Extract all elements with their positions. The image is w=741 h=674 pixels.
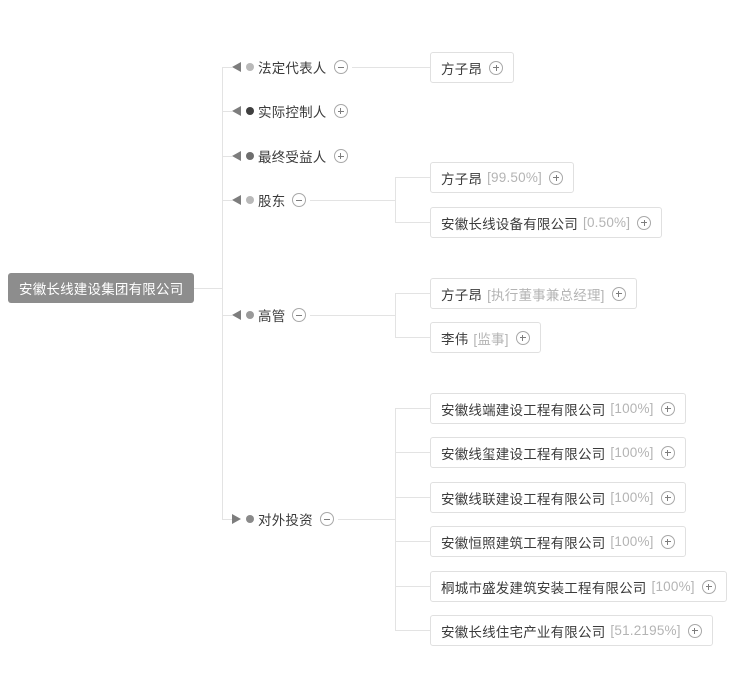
- leaf-node-meta: [100%]: [610, 534, 654, 549]
- branch-label: 实际控制人: [258, 105, 327, 120]
- leaf-node-name: 安徽长线设备有限公司: [441, 216, 578, 232]
- expand-plus-icon[interactable]: [333, 104, 348, 118]
- branch-5[interactable]: 对外投资: [232, 508, 334, 530]
- branch-dot-icon: [246, 515, 254, 523]
- leaf-node-meta: [99.50%]: [487, 170, 542, 185]
- expand-plus-icon[interactable]: [333, 149, 348, 163]
- leaf-node[interactable]: 安徽长线住宅产业有限公司 [51.2195%]: [430, 615, 713, 646]
- expand-plus-icon[interactable]: [660, 401, 675, 416]
- leaf-node[interactable]: 安徽长线设备有限公司 [0.50%]: [430, 207, 663, 238]
- triangle-right-icon[interactable]: [232, 514, 241, 524]
- leaf-node[interactable]: 安徽线玺建设工程有限公司 [100%]: [430, 437, 686, 468]
- branch-3[interactable]: 股东: [232, 189, 307, 211]
- root-node-label: 安徽长线建设集团有限公司: [19, 282, 184, 297]
- branch-label: 股东: [258, 194, 286, 209]
- leaf-node-meta: [51.2195%]: [610, 623, 681, 638]
- expand-plus-icon[interactable]: [489, 60, 504, 75]
- leaf-node-name: 方子昂: [441, 287, 483, 303]
- triangle-left-icon[interactable]: [232, 310, 241, 320]
- leaf-node-name: 安徽恒照建筑工程有限公司: [441, 535, 606, 551]
- expand-plus-icon[interactable]: [660, 490, 675, 505]
- branch-dot-icon: [246, 63, 254, 71]
- triangle-left-icon[interactable]: [232, 151, 241, 161]
- leaf-node-meta: [100%]: [610, 445, 654, 460]
- root-node[interactable]: 安徽长线建设集团有限公司: [8, 273, 195, 303]
- collapse-minus-icon[interactable]: [292, 193, 307, 207]
- leaf-node-meta: [监事]: [473, 331, 509, 347]
- triangle-left-icon[interactable]: [232, 106, 241, 116]
- leaf-node-name: 方子昂: [441, 171, 483, 187]
- leaf-node[interactable]: 桐城市盛发建筑安装工程有限公司 [100%]: [430, 571, 727, 602]
- branch-label: 对外投资: [258, 513, 313, 528]
- leaf-node[interactable]: 安徽恒照建筑工程有限公司 [100%]: [430, 526, 686, 557]
- branch-0[interactable]: 法定代表人: [232, 56, 348, 78]
- branch-2[interactable]: 最终受益人: [232, 145, 348, 167]
- branch-1[interactable]: 实际控制人: [232, 100, 348, 122]
- leaf-node[interactable]: 李伟[监事]: [430, 322, 541, 353]
- branch-dot-icon: [246, 152, 254, 160]
- leaf-node[interactable]: 方子昂 [99.50%]: [430, 162, 574, 193]
- branch-dot-icon: [246, 107, 254, 115]
- leaf-node-meta: [100%]: [610, 490, 654, 505]
- expand-plus-icon[interactable]: [701, 579, 716, 594]
- leaf-node-meta: [100%]: [651, 579, 695, 594]
- leaf-node-name: 李伟: [441, 331, 469, 347]
- leaf-node[interactable]: 方子昂[执行董事兼总经理]: [430, 278, 637, 309]
- expand-plus-icon[interactable]: [549, 170, 563, 185]
- collapse-minus-icon[interactable]: [333, 60, 348, 74]
- expand-plus-icon[interactable]: [660, 445, 675, 460]
- leaf-node-meta: [执行董事兼总经理]: [487, 287, 605, 303]
- expand-plus-icon[interactable]: [660, 534, 675, 549]
- leaf-node-name: 安徽线端建设工程有限公司: [441, 402, 606, 418]
- expand-plus-icon[interactable]: [687, 623, 702, 638]
- expand-plus-icon[interactable]: [637, 215, 652, 230]
- leaf-node-name: 安徽线玺建设工程有限公司: [441, 446, 606, 462]
- leaf-node-meta: [100%]: [610, 401, 654, 416]
- triangle-left-icon[interactable]: [232, 195, 241, 205]
- leaf-node[interactable]: 安徽线联建设工程有限公司 [100%]: [430, 482, 686, 513]
- collapse-minus-icon[interactable]: [319, 512, 334, 526]
- leaf-node-name: 方子昂: [441, 61, 483, 77]
- leaf-node[interactable]: 方子昂: [430, 52, 515, 83]
- expand-plus-icon[interactable]: [515, 330, 530, 345]
- leaf-node-meta: [0.50%]: [583, 215, 631, 230]
- triangle-left-icon[interactable]: [232, 62, 241, 72]
- branch-label: 法定代表人: [258, 61, 327, 76]
- collapse-minus-icon[interactable]: [292, 308, 307, 322]
- branch-dot-icon: [246, 311, 254, 319]
- leaf-node[interactable]: 安徽线端建设工程有限公司 [100%]: [430, 393, 686, 424]
- branch-4[interactable]: 高管: [232, 304, 307, 326]
- leaf-node-name: 安徽长线住宅产业有限公司: [441, 624, 606, 640]
- expand-plus-icon[interactable]: [611, 286, 626, 301]
- branch-label: 高管: [258, 309, 286, 324]
- branch-label: 最终受益人: [258, 150, 327, 165]
- leaf-node-name: 桐城市盛发建筑安装工程有限公司: [441, 580, 647, 596]
- branch-dot-icon: [246, 196, 254, 204]
- leaf-node-name: 安徽线联建设工程有限公司: [441, 491, 606, 507]
